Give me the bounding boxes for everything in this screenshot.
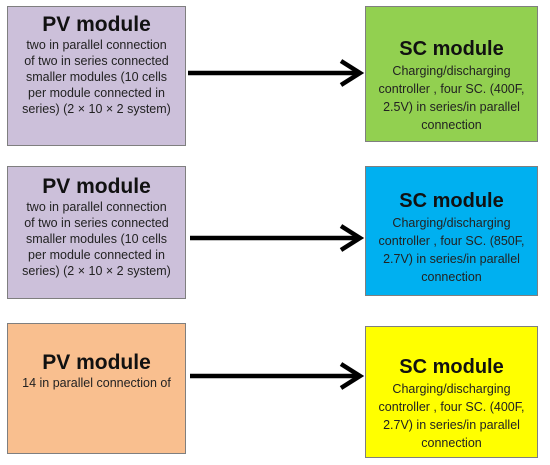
pv-module-box-1: PV module two in parallel connection of … xyxy=(7,6,186,146)
sc-module-line: Charging/discharging xyxy=(392,64,511,78)
arrow-row-3 xyxy=(190,362,365,390)
pv-module-line: of two in series connected xyxy=(24,54,169,68)
sc-module-line: connection xyxy=(421,436,482,450)
arrow-head xyxy=(339,362,365,390)
pv-module-line: two in parallel connection xyxy=(26,38,167,52)
sc-module-box-2: SC module Charging/discharging controlle… xyxy=(365,166,538,296)
pv-module-title-3: PV module xyxy=(42,351,151,374)
sc-module-line: connection xyxy=(421,118,482,132)
pv-module-line: series) (2 × 10 × 2 system) xyxy=(22,264,171,278)
sc-module-line: 2.7V) in series/in parallel xyxy=(383,418,520,432)
arrow-row-2 xyxy=(190,224,365,252)
sc-module-line: connection xyxy=(421,270,482,284)
sc-module-line: controller , four SC. (850F, xyxy=(378,234,525,248)
sc-module-title-2: SC module xyxy=(399,190,504,212)
pv-module-line: smaller modules (10 cells xyxy=(25,70,168,84)
pv-module-line: 14 in parallel connection of xyxy=(22,376,171,390)
sc-module-box-1: SC module Charging/discharging controlle… xyxy=(365,6,538,142)
sc-module-line: 2.5V) in series/in parallel xyxy=(383,100,520,114)
pv-module-box-2: PV module two in parallel connection of … xyxy=(7,166,186,299)
sc-module-line: Charging/discharging xyxy=(392,216,511,230)
pv-module-line: smaller modules (10 cells xyxy=(25,232,168,246)
sc-module-line: Charging/discharging xyxy=(392,382,511,396)
sc-module-line: controller , four SC. (400F, xyxy=(378,400,525,414)
pv-module-box-3: PV module 14 in parallel connection of xyxy=(7,323,186,454)
arrow-head xyxy=(339,224,365,252)
pv-module-line: per module connected in xyxy=(28,86,165,100)
sc-module-title-1: SC module xyxy=(399,38,504,60)
sc-module-line: 2.7V) in series/in parallel xyxy=(383,252,520,266)
pv-module-line: of two in series connected xyxy=(24,216,169,230)
pv-module-line: two in parallel connection xyxy=(26,200,167,214)
sc-module-box-3: SC module Charging/discharging controlle… xyxy=(365,326,538,458)
pv-module-line: per module connected in xyxy=(28,248,165,262)
pv-module-title-2: PV module xyxy=(42,175,151,198)
pv-module-title-1: PV module xyxy=(42,13,151,36)
arrow-head xyxy=(339,59,365,87)
sc-module-line: controller , four SC. (400F, xyxy=(378,82,525,96)
arrow-row-1 xyxy=(188,59,365,87)
sc-module-title-3: SC module xyxy=(399,356,504,378)
pv-module-line: series) (2 × 10 × 2 system) xyxy=(22,102,171,116)
